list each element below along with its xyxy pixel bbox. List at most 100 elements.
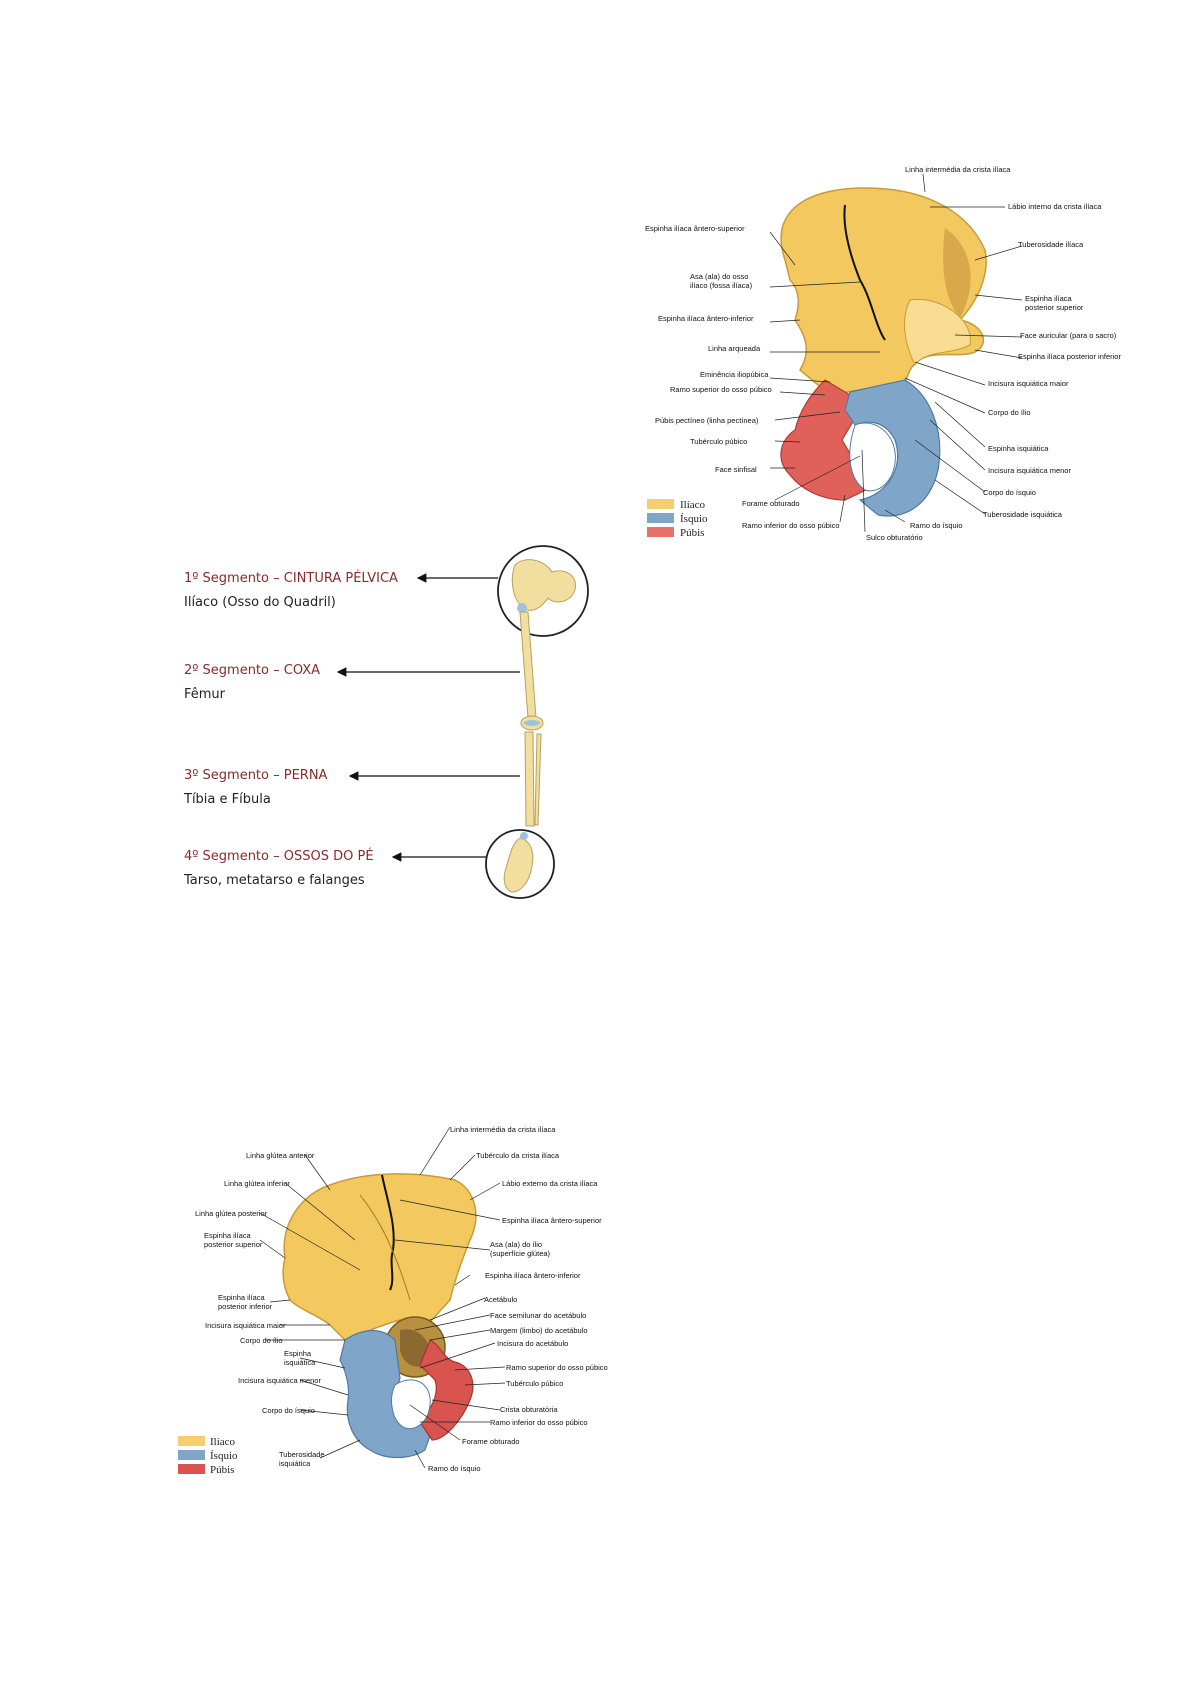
bottom-label: posterior superior bbox=[204, 1240, 263, 1249]
bottom-label: Margem (limbo) do acetábulo bbox=[490, 1326, 588, 1335]
top-label: Linha intermédia da crista ilíaca bbox=[905, 165, 1011, 174]
bottom-label: Forame obturado bbox=[462, 1437, 520, 1446]
pelvis-bone bbox=[511, 559, 576, 611]
bottom-label: Lábio externo da crista ilíaca bbox=[502, 1179, 598, 1188]
bottom-label: Incisura isquiática maior bbox=[205, 1321, 286, 1330]
skeleton bbox=[485, 545, 589, 899]
top-hip-bone-diagram: Linha intermédia da crista ilíaca Lábio … bbox=[645, 165, 1121, 542]
bottom-label: Linha glútea anterior bbox=[246, 1151, 315, 1160]
fibula-bone bbox=[534, 733, 542, 826]
top-label: posterior superior bbox=[1025, 303, 1084, 312]
top-legend-label-ilium: Ilíaco bbox=[680, 499, 706, 511]
top-label: Face auricular (para o sacro) bbox=[1020, 331, 1117, 340]
bottom-label: Tubérculo da crista ilíaca bbox=[476, 1151, 560, 1160]
bottom-label: (superfície glútea) bbox=[490, 1249, 551, 1258]
segment-2-title: 2º Segmento – COXA bbox=[184, 663, 321, 678]
bottom-label: isquiática bbox=[279, 1459, 311, 1468]
bottom-label: Espinha bbox=[284, 1349, 312, 1358]
bottom-label: Acetábulo bbox=[484, 1295, 517, 1304]
top-legend: Ilíaco Ísquio Púbis bbox=[647, 499, 708, 539]
bottom-pubis-region bbox=[419, 1339, 474, 1441]
bottom-acetabulum bbox=[384, 1316, 446, 1378]
bottom-label: Espinha ilíaca bbox=[218, 1293, 266, 1302]
top-label: Linha arqueada bbox=[708, 344, 761, 353]
top-label: Tubérculo púbico bbox=[690, 437, 747, 446]
bottom-label: Tubérculo púbico bbox=[506, 1379, 563, 1388]
bottom-label: Espinha ilíaca ântero-superior bbox=[502, 1216, 602, 1225]
segment-arrows bbox=[336, 573, 520, 862]
top-ischium-region bbox=[844, 379, 941, 517]
top-label: Púbis pectíneo (linha pectínea) bbox=[655, 416, 759, 425]
bottom-label: Linha intermédia da crista ilíaca bbox=[450, 1125, 556, 1134]
bottom-obturator-foramen bbox=[391, 1379, 431, 1430]
segment-4-subtitle: Tarso, metatarso e falanges bbox=[184, 873, 365, 888]
bottom-legend-swatch-ischium bbox=[178, 1450, 205, 1460]
foot-callout-circle bbox=[485, 829, 555, 899]
foot-bones bbox=[503, 837, 534, 893]
top-label: Espinha ilíaca ântero-superior bbox=[645, 224, 745, 233]
top-label: Espinha ilíaca posterior inferior bbox=[1018, 352, 1121, 361]
segment-3-title: 3º Segmento – PERNA bbox=[184, 768, 328, 783]
bottom-label: Corpo do ísquio bbox=[262, 1406, 315, 1415]
bottom-legend-swatch-ilium bbox=[178, 1436, 205, 1446]
bottom-legend-swatch-pubis bbox=[178, 1464, 205, 1474]
top-label: Asa (ala) do osso bbox=[690, 272, 748, 281]
segment-2-subtitle: Fêmur bbox=[184, 687, 226, 702]
segment-1-title: 1º Segmento – CINTURA PÉLVICA bbox=[184, 571, 398, 586]
top-label: Eminência iliopúbica bbox=[700, 370, 769, 379]
bottom-gluteal-line-2 bbox=[359, 1194, 411, 1301]
bottom-label: Ramo do ísquio bbox=[428, 1464, 481, 1473]
bottom-label: Ramo inferior do osso púbico bbox=[490, 1418, 588, 1427]
bottom-label: Linha glútea posterior bbox=[195, 1209, 268, 1218]
top-leader-lines bbox=[769, 173, 1023, 533]
top-label: Ramo do ísquio bbox=[910, 521, 963, 530]
top-label: Ramo inferior do osso púbico bbox=[742, 521, 840, 530]
bottom-label: Espinha ilíaca ântero-inferior bbox=[485, 1271, 581, 1280]
bottom-label: Face semilunar do acetábulo bbox=[490, 1311, 586, 1320]
segment-3-subtitle: Tíbia e Fíbula bbox=[184, 792, 271, 807]
bottom-label: Asa (ala) do ílio bbox=[490, 1240, 542, 1249]
bottom-label: Incisura do acetábulo bbox=[497, 1339, 568, 1348]
bottom-gluteal-line bbox=[381, 1174, 395, 1291]
top-legend-label-pubis: Púbis bbox=[680, 527, 704, 539]
bottom-legend: Ilíaco Ísquio Púbis bbox=[178, 1436, 238, 1476]
bottom-labels: Linha intermédia da crista ilíaca Linha … bbox=[195, 1125, 608, 1473]
bottom-label: isquiática bbox=[284, 1358, 316, 1367]
top-label: ilíaco (fossa ilíaca) bbox=[690, 281, 753, 290]
top-label: Lábio interno da crista ilíaca bbox=[1008, 202, 1102, 211]
knee-cartilage bbox=[524, 720, 540, 726]
femur-bone bbox=[519, 611, 537, 719]
bottom-ischium-region bbox=[339, 1330, 433, 1459]
top-label: Ramo superior do osso púbico bbox=[670, 385, 772, 394]
top-legend-swatch-pubis bbox=[647, 527, 674, 537]
top-iliac-tuberosity bbox=[943, 228, 971, 318]
knee-joint bbox=[520, 715, 544, 731]
top-legend-swatch-ilium bbox=[647, 499, 674, 509]
bottom-label: Crista obturatória bbox=[500, 1405, 558, 1414]
bottom-label: Corpo do ílio bbox=[240, 1336, 283, 1345]
top-obturator-foramen bbox=[849, 422, 896, 492]
bottom-bone-illustration bbox=[282, 1173, 477, 1459]
bottom-ilium-region bbox=[282, 1173, 477, 1341]
top-bone-illustration bbox=[780, 187, 987, 517]
bottom-leader-lines bbox=[259, 1126, 506, 1469]
bottom-label: posterior inferior bbox=[218, 1302, 273, 1311]
top-iliac-line bbox=[843, 204, 886, 341]
bottom-label: Tuberosidade bbox=[279, 1450, 325, 1459]
hip-joint bbox=[517, 603, 527, 613]
segment-1-subtitle: Ilíaco (Osso do Quadril) bbox=[184, 595, 336, 610]
bottom-legend-label-pubis: Púbis bbox=[210, 1464, 234, 1476]
top-label: Tuberosidade isquiática bbox=[983, 510, 1063, 519]
top-label: Face sinfisal bbox=[715, 465, 757, 474]
bottom-label: Incisura isquiática menor bbox=[238, 1376, 321, 1385]
top-label: Forame obturado bbox=[742, 499, 800, 508]
tibia-bone bbox=[524, 731, 535, 827]
top-label: Espinha ilíaca ântero-inferior bbox=[658, 314, 754, 323]
top-label: Corpo do ílio bbox=[988, 408, 1031, 417]
top-label: Incisura isquiática menor bbox=[988, 466, 1071, 475]
ankle-joint bbox=[520, 832, 528, 840]
top-label: Sulco obturatório bbox=[866, 533, 923, 542]
bottom-legend-label-ilium: Ilíaco bbox=[210, 1436, 236, 1448]
top-label: Tuberosidade ilíaca bbox=[1018, 240, 1084, 249]
bottom-acetabulum-fossa bbox=[400, 1329, 430, 1367]
